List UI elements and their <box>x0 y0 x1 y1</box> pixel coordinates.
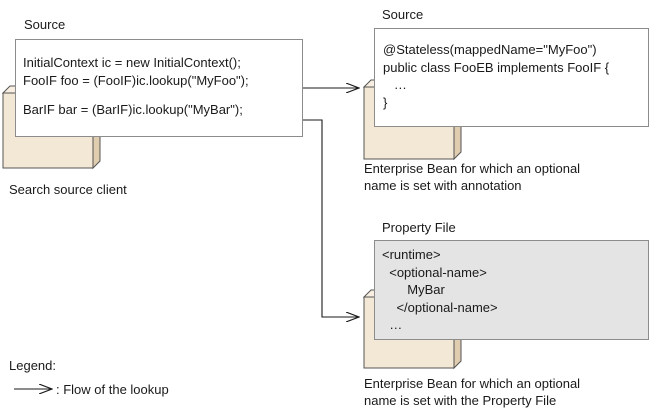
bean-code-line: } <box>383 94 388 110</box>
client-code-line: BarIF bar = (BarIF)ic.lookup("MyBar"); <box>23 102 243 117</box>
property-file-line: </optional-name> <box>382 299 498 315</box>
property-file-line: <optional-name> <box>382 264 487 280</box>
bean-code-line: @Stateless(mappedName="MyFoo") <box>383 42 597 57</box>
bean-code-line: … <box>383 77 407 92</box>
property-file-line: <runtime> <box>382 247 441 262</box>
client-source-label: Source <box>24 17 66 32</box>
client-caption: Search source client <box>9 182 127 197</box>
annotated-bean-caption-line: Enterprise Bean for which an optional <box>364 161 581 176</box>
property-bean-caption-line: Enterprise Bean for which an optional <box>364 376 581 391</box>
property-file-line: MyBar <box>382 282 445 297</box>
legend-arrow-label: : Flow of the lookup <box>56 382 169 397</box>
legend-title: Legend: <box>9 358 56 373</box>
property-file-box: <runtime> <optional-name> MyBar </option… <box>374 240 649 340</box>
bean-code-box: @Stateless(mappedName="MyFoo") public cl… <box>374 28 649 127</box>
client-code-line <box>23 89 302 101</box>
property-file-line: … <box>382 317 403 332</box>
client-code-line: FooIF foo = (FooIF)ic.lookup("MyFoo"); <box>23 72 249 88</box>
bean-code-line: public class FooEB implements FooIF { <box>383 59 610 75</box>
client-code-line: InitialContext ic = new InitialContext()… <box>23 55 241 70</box>
bean-source-label: Source <box>382 7 424 22</box>
client-code-box: InitialContext ic = new InitialContext()… <box>15 39 303 137</box>
property-file-label: Property File <box>382 220 456 235</box>
lookup-arrow-mybar <box>291 119 359 317</box>
property-bean-caption-line: name is set with the Property File <box>364 393 557 408</box>
annotated-bean-caption-line: name is set with annotation <box>364 178 522 193</box>
